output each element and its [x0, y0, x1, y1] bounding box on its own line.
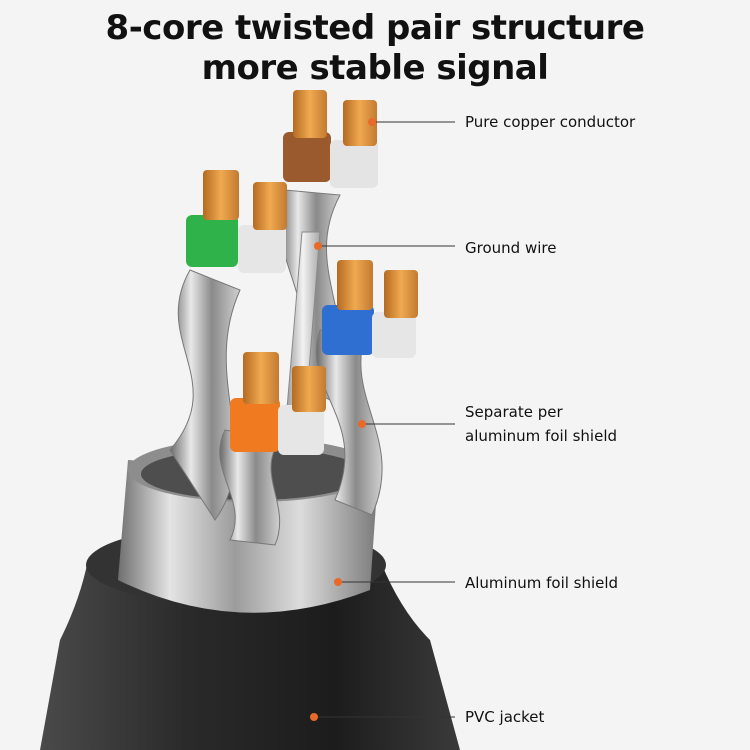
label-aluminum-foil-shield-pair: aluminum foil shield	[465, 427, 618, 445]
callout-dot	[334, 578, 342, 586]
callout-dot	[358, 420, 366, 428]
conductor-blue-pair	[322, 260, 418, 358]
callout-dot	[368, 118, 376, 126]
callout-pure-copper	[368, 118, 455, 126]
label-separate-per: Separate per	[465, 403, 563, 421]
label-ground-wire: Ground wire	[465, 239, 557, 257]
callout-aluminum-foil	[334, 578, 455, 586]
callout-pvc-jacket	[310, 713, 455, 721]
label-pure-copper-conductor: Pure copper conductor	[465, 113, 636, 131]
page-title: 8-core twisted pair structure more stabl…	[0, 8, 750, 88]
callout-separate-foil	[358, 420, 455, 428]
conductor-brown-pair	[283, 90, 378, 188]
conductor-orange-pair	[230, 352, 326, 455]
callout-dot	[314, 242, 322, 250]
title-line-2: more stable signal	[201, 48, 549, 88]
callout-ground-wire	[314, 242, 455, 250]
label-pvc-jacket: PVC jacket	[465, 708, 545, 726]
title-line-1: 8-core twisted pair structure	[105, 8, 645, 48]
conductor-green-pair	[186, 170, 287, 273]
callout-dot	[310, 713, 318, 721]
label-aluminum-foil-shield: Aluminum foil shield	[465, 574, 619, 592]
